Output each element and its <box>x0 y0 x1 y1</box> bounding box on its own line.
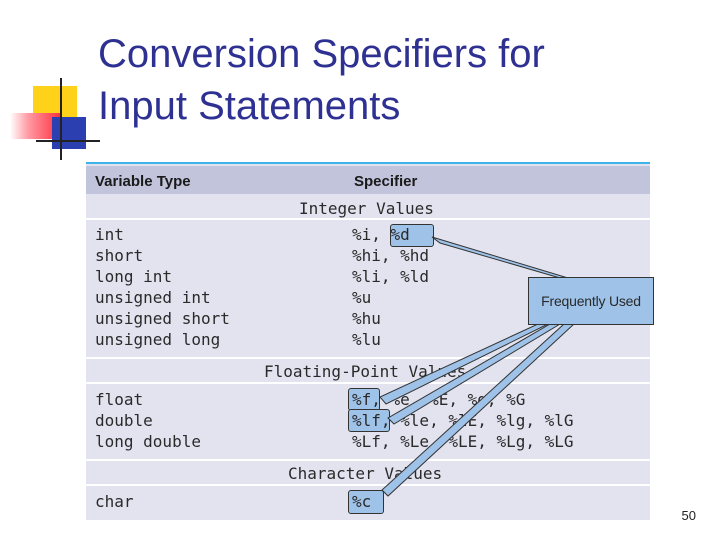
type-cell: unsigned short <box>95 309 230 328</box>
type-cell: short <box>95 246 144 265</box>
highlight-c <box>348 490 384 514</box>
table-header: Variable Type Specifier <box>86 166 650 194</box>
page-number: 50 <box>681 508 696 523</box>
type-cell: int <box>95 225 124 244</box>
pointer-to-d <box>431 236 569 279</box>
type-cell: unsigned int <box>95 288 211 307</box>
specifier-cell: %hi, %hd <box>352 246 430 265</box>
slide-title-line1: Conversion Specifiers for <box>98 32 545 76</box>
specifier-cell: %hu <box>352 309 381 328</box>
type-cell: long double <box>95 432 201 451</box>
highlight-d <box>390 224 434 247</box>
ornament-vertical-line <box>60 78 62 160</box>
specifier-cell: %Lf, %Le, %LE, %Lg, %LG <box>352 432 574 451</box>
ornament-horizontal-line <box>36 140 100 142</box>
section-divider <box>86 382 650 384</box>
specifier-cell: %li, %ld <box>352 267 430 286</box>
type-cell: unsigned long <box>95 330 221 349</box>
specifier-cell: %u <box>352 288 372 307</box>
type-cell: long int <box>95 267 173 286</box>
section-divider <box>86 357 650 359</box>
section-heading-floating-point: Floating-Point Values <box>264 362 467 381</box>
specifier-cell: %i, %d <box>352 225 410 244</box>
section-divider <box>86 459 650 461</box>
slide-title-line2: Input Statements <box>98 84 401 128</box>
frequently-used-callout: Frequently Used <box>528 277 654 325</box>
specifier-cell: %c <box>352 492 372 511</box>
section-heading-integer: Integer Values <box>299 199 434 218</box>
type-cell: char <box>95 492 134 511</box>
column-header-specifier: Specifier <box>354 173 418 190</box>
ornament-blue-square <box>52 117 86 149</box>
section-divider <box>86 484 650 486</box>
specifier-cell: %lu <box>352 330 381 349</box>
slide-title: Conversion Specifiers for Input Statemen… <box>98 28 698 132</box>
type-cell: double <box>95 411 153 430</box>
type-cell: float <box>95 390 144 409</box>
column-header-variable-type: Variable Type <box>95 173 191 190</box>
section-divider <box>86 218 650 220</box>
highlight-lf <box>348 409 390 432</box>
